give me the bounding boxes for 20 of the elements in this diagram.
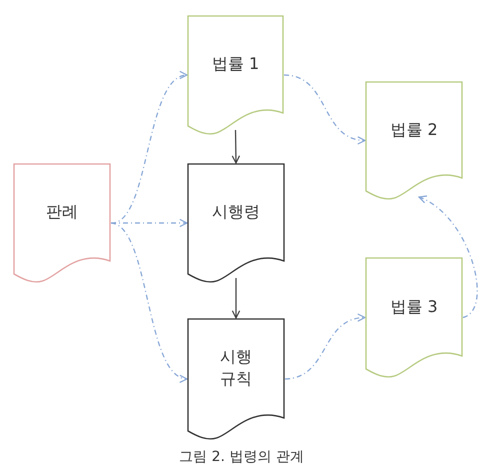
arrow — [418, 196, 478, 318]
node-label: 시행령 — [210, 201, 261, 223]
node-label: 법률 2 — [389, 118, 439, 140]
node-label: 법률 1 — [210, 53, 260, 75]
document-shape — [187, 318, 285, 440]
document-shape — [365, 257, 463, 378]
arrow — [232, 130, 240, 164]
node-label: 판례 — [44, 201, 79, 223]
arrow — [110, 222, 188, 381]
node-label: 법률 3 — [389, 296, 439, 318]
document-shape — [365, 81, 463, 200]
arrow — [284, 314, 366, 380]
node-label: 시행 규칙 — [218, 346, 253, 390]
document-shape — [13, 163, 111, 283]
figure-caption: 그림 2. 법령의 관계 — [179, 448, 304, 466]
arrow — [111, 218, 188, 228]
document-shape — [187, 163, 285, 283]
document-shape — [187, 15, 284, 135]
arrow — [232, 278, 240, 319]
arrow — [284, 74, 366, 144]
